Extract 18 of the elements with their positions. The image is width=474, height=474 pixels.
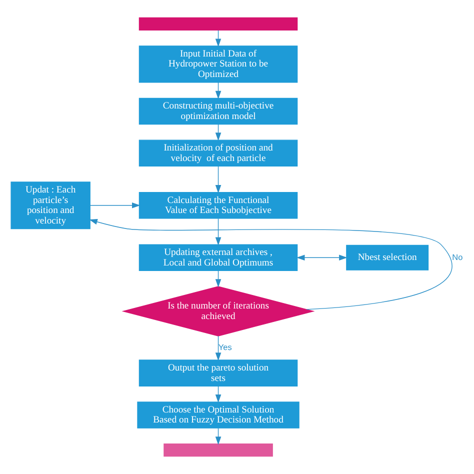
arrow bbox=[215, 218, 222, 246]
arrow bbox=[215, 166, 222, 194]
arrow bbox=[296, 254, 348, 260]
node-box: Updating external archives , Local and Global Optimums bbox=[138, 244, 298, 272]
node-box: Initialization of position and velocity of each particle bbox=[138, 140, 298, 167]
node-box: Nbest selection bbox=[346, 244, 429, 270]
node-box: Calculating the Functional Value of Each Subobjective bbox=[138, 192, 298, 219]
node-box: Output the pareto solution sets bbox=[138, 360, 298, 386]
node-box: Input Initial Data of Hydropower Station to be Optimized bbox=[138, 46, 298, 83]
node-box: Choose the Optimal Solution Based on Fuzzy Decision Method bbox=[137, 402, 300, 428]
node-box bbox=[164, 444, 273, 457]
arrow bbox=[89, 219, 452, 310]
node-box: Constructing multi-objective optimization model bbox=[138, 98, 298, 125]
node-diamond: Is the number of iterations achieved bbox=[122, 286, 315, 336]
node-box bbox=[138, 17, 298, 30]
node-box: Updat : Each particle’s position and velocity bbox=[10, 182, 90, 230]
arrow bbox=[215, 336, 222, 361]
arrow bbox=[90, 202, 140, 208]
